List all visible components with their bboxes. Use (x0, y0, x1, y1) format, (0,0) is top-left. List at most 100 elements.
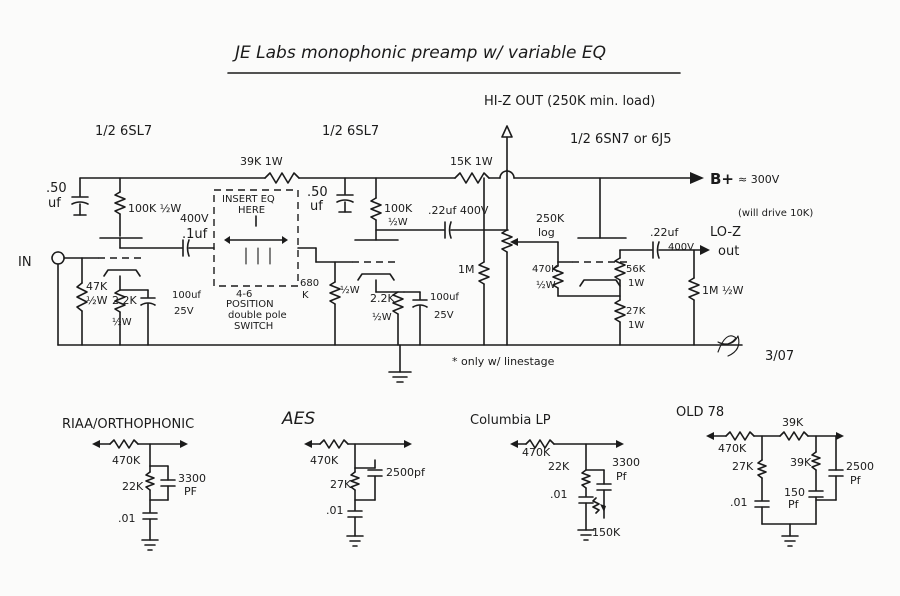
r100k-plate1-label: 100K ½W (128, 202, 181, 215)
cap50a-plate-2 (71, 201, 89, 205)
cap01-plate-2 (186, 239, 190, 257)
signature-date: 3/07 (765, 349, 794, 364)
cap50b-label: .50 (307, 185, 328, 200)
eq-old78-c2-unit: Pf (788, 498, 800, 511)
eq-aes-r2-label: 27K (330, 478, 352, 491)
eq-columbia-r2-label: 22K (548, 460, 570, 473)
tube-label-v3: 1/2 6SN7 or 6J5 (570, 132, 672, 147)
diagram-title: JE Labs monophonic preamp w/ variable EQ (232, 43, 606, 63)
cap50b-unit: uf (310, 199, 323, 214)
insert-here-label: HERE (238, 205, 265, 216)
r100k-plate2-label: 100K (384, 202, 413, 215)
resistor-56k (614, 257, 626, 281)
switch-arrow-right (282, 236, 288, 244)
pot-250k (501, 229, 513, 253)
input-label: IN (18, 255, 32, 270)
star-note: * only w/ linestage (452, 355, 555, 368)
r39k-label: 39K 1W (240, 155, 283, 168)
hiz-output-label: HI-Z OUT (250K min. load) (484, 94, 655, 109)
r56k-label: 56K (626, 264, 646, 275)
eq-riaa-c2-label: 3300 (178, 472, 206, 485)
r470k-watt: ½W (536, 279, 556, 291)
cap50a-unit: uf (48, 196, 61, 211)
cap100a-voltage: 25V (174, 306, 194, 317)
cap100b-label: 100uf (430, 292, 459, 303)
eq-old78-c2-label: 150 (784, 486, 805, 499)
resistor-1m-out (688, 277, 700, 301)
r47k-label: 47K (86, 280, 108, 293)
signature-mark (717, 335, 740, 357)
switch-label-3: double pole (228, 310, 287, 321)
switch-label-1: 4-6 (236, 289, 252, 300)
eq-columbia-out-arrow (616, 440, 624, 448)
resistor-2k2-cathode1 (114, 289, 126, 313)
insert-eq-label: INSERT EQ (222, 194, 275, 205)
eq-aes-r1-label: 470K (310, 454, 339, 467)
eq-old78-r3 (779, 431, 809, 441)
eq-aes: AES 470K 27K 2500pf .01 (281, 409, 426, 547)
r100k-plate2-watt: ½W (388, 216, 408, 228)
bplus-label: B+ (710, 170, 734, 188)
r15k-label: 15K 1W (450, 155, 493, 168)
eq-riaa-r1 (109, 439, 139, 449)
resistor-grid2 (329, 281, 341, 305)
r680k-label: 680 (300, 278, 319, 289)
eq-old78-r3-label: 39K (782, 416, 804, 429)
eq-columbia-pot (592, 497, 600, 514)
r2k2b-watt: ½W (372, 311, 392, 323)
r2k2a-watt: ½W (112, 316, 132, 328)
cap22a-label: .22uf 400V (428, 204, 489, 217)
cap100b-voltage: 25V (434, 310, 454, 321)
eq-old78-title: OLD 78 (676, 405, 724, 420)
resistor-27k (614, 299, 626, 323)
switch-label-2: POSITION (226, 299, 274, 310)
eq-old78-c3-label: 2500 (846, 460, 874, 473)
resistor-100k-plate2 (370, 197, 382, 221)
tube2-cathode (357, 273, 395, 281)
eq-old78-r4 (811, 451, 821, 471)
eq-columbia-r1 (525, 439, 555, 449)
cap50a-label: .50 (46, 181, 67, 196)
cap100a-plate-2 (140, 302, 156, 306)
eq-aes-title: AES (281, 409, 315, 429)
switch-label-4: SWITCH (234, 321, 273, 332)
eq-old78-r1-label: 470K (718, 442, 747, 455)
eq-switch-box (213, 189, 299, 287)
loz-note: (will drive 10K) (738, 208, 813, 219)
tube1-cathode (103, 269, 141, 277)
r470k-label: 470K (532, 264, 558, 275)
cap100a-label: 100uf (172, 290, 201, 301)
eq-riaa-r1-label: 470K (112, 454, 141, 467)
eq-aes-c1-label: .01 (326, 504, 344, 517)
loz-label: LO-Z (710, 225, 741, 240)
eq-columbia-pot-arrow (600, 504, 606, 512)
eq-aes-in-arrow (304, 440, 312, 448)
eq-riaa-c2-unit: PF (184, 485, 197, 498)
eq-old78-r4-label: 39K (790, 456, 812, 469)
eq-columbia-c2-label: 3300 (612, 456, 640, 469)
eq-old78-c3-unit: Pf (850, 474, 862, 487)
cap01-label: .1uf (182, 227, 208, 242)
bplus-arrow (690, 172, 704, 184)
cap01-voltage: 400V (180, 212, 209, 225)
pot-log: log (538, 226, 555, 239)
resistor-15k (454, 172, 490, 184)
switch-arrow-left (224, 236, 230, 244)
r-grid2-watt: ½W (340, 284, 360, 296)
eq-columbia-c2-unit: Pf (616, 470, 628, 483)
eq-riaa-c1-label: .01 (118, 512, 136, 525)
r27k-label: 27K (626, 306, 646, 317)
eq-old78-c1-label: .01 (730, 496, 748, 509)
tube-label-v1: 1/2 6SL7 (95, 124, 152, 139)
eq-riaa-out-arrow (180, 440, 188, 448)
eq-old78-r1 (725, 431, 755, 441)
eq-aes-r2 (350, 471, 360, 491)
out-label: out (718, 244, 739, 259)
resistor-47k-grid (76, 282, 88, 312)
eq-old78: OLD 78 470K 39K 27K .01 39K 150 Pf 2500 … (676, 405, 874, 547)
eq-aes-c2-label: 2500pf (386, 466, 426, 479)
cap22b-plate-2 (656, 241, 660, 259)
loz-out-arrow (700, 245, 710, 255)
r2k2a-label: 2.2K (112, 294, 137, 307)
